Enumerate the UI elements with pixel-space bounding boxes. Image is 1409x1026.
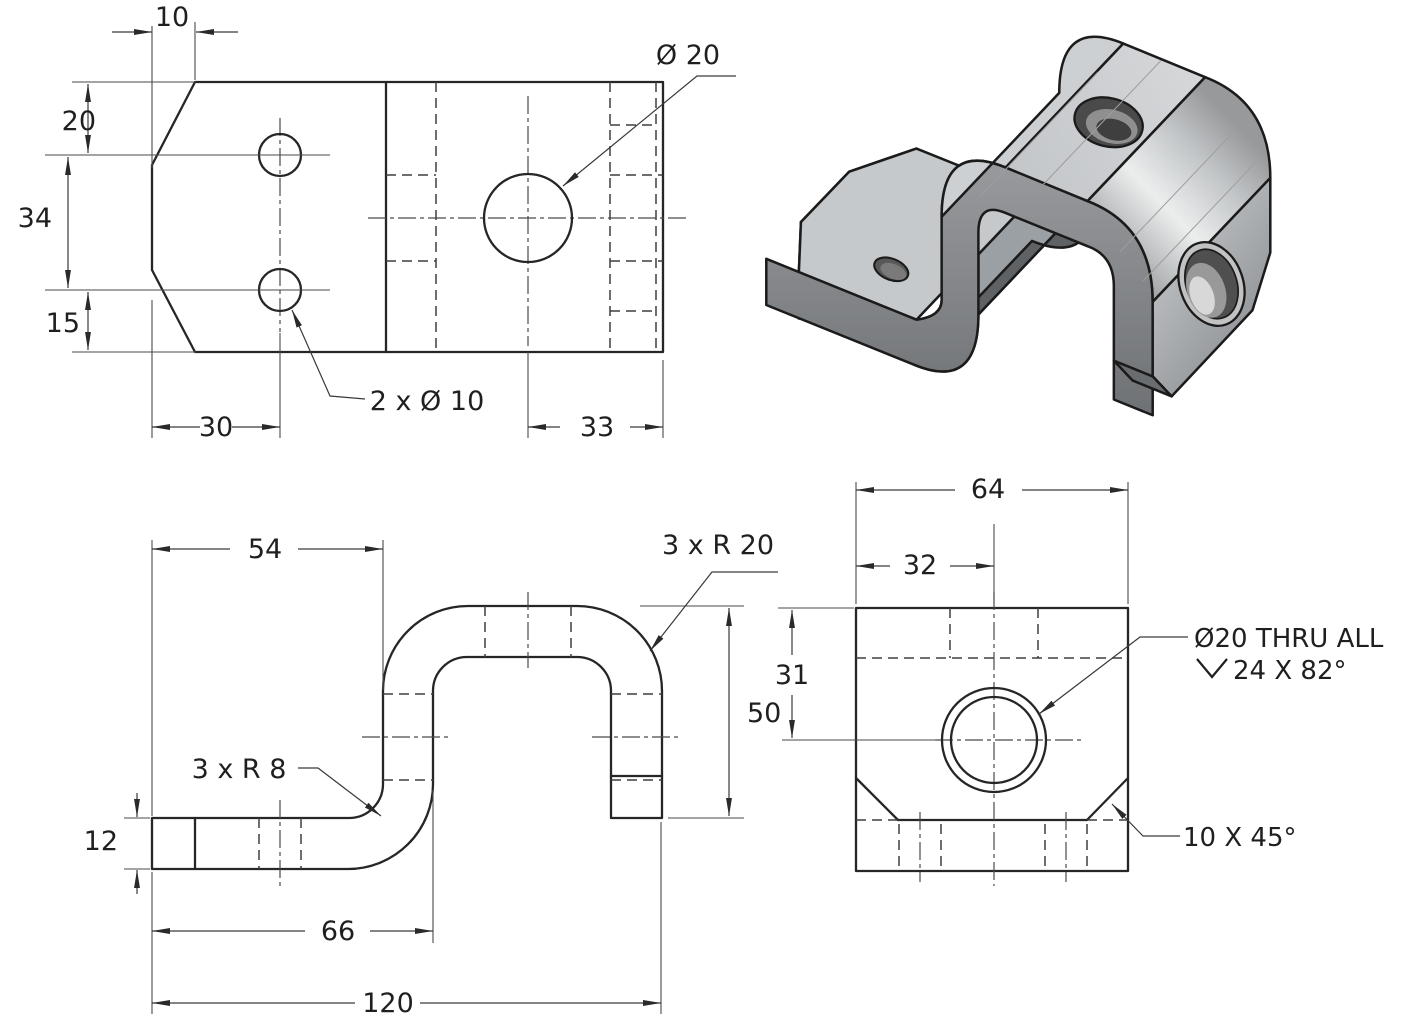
side-view-centerlines [919, 592, 1085, 886]
dim-30: 30 [199, 412, 233, 443]
chamfer-note-leader [1111, 803, 1180, 837]
front-view-hidden-lines [258, 606, 662, 869]
top-view-extension-lines [45, 22, 664, 438]
front-view-extension-lines [124, 540, 744, 1014]
iso-top-hole [1073, 96, 1144, 149]
side-view-extension-lines [778, 482, 1129, 741]
dim-32: 32 [903, 550, 937, 581]
dim-15: 15 [46, 308, 80, 339]
thru-note: Ø20 THRU ALL [1194, 624, 1384, 654]
dim-64: 64 [971, 474, 1005, 505]
thru-hole-circle [949, 695, 1039, 785]
dim-33: 33 [580, 412, 614, 443]
top-view-dimension-lines [65, 29, 736, 430]
radius-note: 3 x R 20 [662, 530, 774, 561]
front-view-dimension-lines [134, 546, 778, 1006]
large-hole [482, 172, 574, 264]
front-view-outline [150, 604, 664, 871]
iso-side-hole [1177, 240, 1246, 328]
iso-leg-chamfer [1112, 359, 1173, 398]
radius-leader [649, 571, 778, 652]
chamfer-right [1085, 776, 1130, 822]
thru-note-leader [1038, 636, 1188, 715]
dim-10: 10 [155, 2, 189, 33]
iso-foot-hole [873, 256, 910, 283]
chamfer-left [854, 776, 900, 822]
fillet-leader [298, 767, 382, 817]
chamfer-note: 10 X 45° [1183, 823, 1297, 853]
dim-12: 12 [84, 826, 118, 857]
hole-note-leader [291, 309, 366, 400]
dim-34: 34 [18, 203, 52, 234]
side-view-hidden-lines [856, 608, 1128, 868]
fillet-note: 3 x R 8 [192, 754, 287, 785]
front-view: 54 50 12 66 120 3 x R 8 3 x R 20 [84, 530, 782, 1019]
top-view: 10 20 34 15 30 33 2 x Ø 10 Ø 20 [18, 2, 736, 443]
hole-note: 2 x Ø 10 [370, 386, 485, 417]
dia20-leader [562, 75, 736, 187]
side-view-dimension-lines [789, 487, 1188, 837]
dim-31: 31 [775, 660, 809, 691]
side-view: 64 32 31 Ø20 THRU ALL 24 X 82° 10 X 45° [775, 474, 1384, 886]
top-view-hidden-lines [386, 82, 663, 352]
dim-66: 66 [321, 916, 355, 947]
countersink-symbol-icon [1196, 658, 1228, 679]
csk-note: 24 X 82° [1233, 656, 1347, 686]
iso-surface-lines [980, 59, 1262, 282]
dia20-note: Ø 20 [656, 40, 720, 71]
dim-50: 50 [747, 698, 781, 729]
dim-20: 20 [62, 106, 96, 137]
front-view-centerlines [279, 592, 680, 890]
top-view-centerlines [279, 96, 688, 346]
isometric-view [765, 35, 1272, 417]
dim-54: 54 [248, 534, 282, 565]
dim-120: 120 [362, 988, 414, 1019]
countersink-circle [940, 686, 1048, 794]
